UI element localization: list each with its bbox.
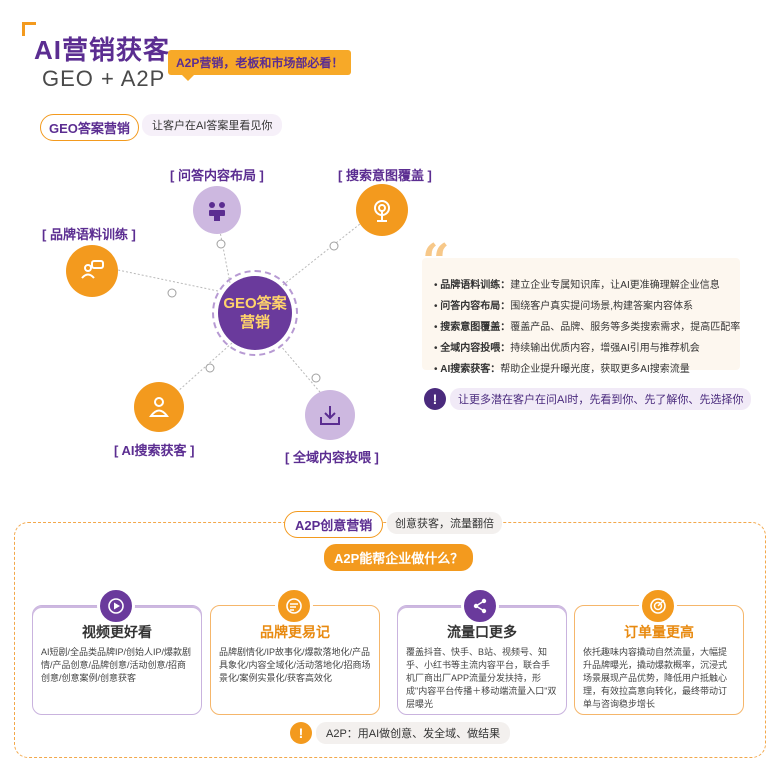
qa-meeting-icon <box>209 202 225 221</box>
card-title: 视频更好看 <box>82 624 152 640</box>
search-intent-node <box>356 184 408 236</box>
geo-quote-box <box>422 258 740 370</box>
qa-layout-node <box>193 186 241 234</box>
card-text: 覆盖抖音、快手、B站、视频号、知乎、小红书等主流内容平台，联合手机厂商出厂APP… <box>406 647 557 710</box>
center-line-2: 营销 <box>239 314 270 331</box>
note-badge-icon <box>275 587 313 625</box>
header-tag-bubble: A2P营销，老板和市场部必看！ <box>168 50 352 81</box>
list-item: • 全域内容投喂：持续输出优质内容，增强AI引用与推荐机会 <box>434 343 700 354</box>
card-brand: 品牌更易记 品牌剧情化/IP故事化/爆款落地化/产品具象化/内容全域化/活动落地… <box>210 605 380 715</box>
page-subtitle: GEO + A2P <box>42 66 166 91</box>
node-label-ai: [ AI搜索获客 ] <box>114 443 195 458</box>
download-icon <box>320 406 340 425</box>
brand-corpus-node <box>66 245 118 297</box>
geo-note: ! 让更多潜在客户在问AI时，先看到你、先了解你、先选择你 <box>424 388 752 410</box>
geo-center-node: GEO答案 营销 <box>218 276 292 350</box>
center-ring <box>212 270 298 356</box>
list-item: • 品牌语料训练：建立企业专属知识库，让AI更准确理解企业信息 <box>434 280 720 291</box>
a2p-section-desc: 创意获客，流量翻倍 <box>387 512 502 534</box>
page-title: AI营销获客 <box>34 35 171 65</box>
list-item: • AI搜索获客：帮助企业提升曝光度，获取更多AI搜索流量 <box>434 364 690 375</box>
geo-section-desc: 让客户在AI答案里看见你 <box>142 114 283 136</box>
user-target-icon <box>149 397 169 417</box>
share-icon <box>461 587 499 625</box>
geo-section-pill: GEO答案营销 <box>40 114 139 141</box>
list-item: • 问答内容布局：围绕客户真实提问场景,构建答案内容体系 <box>434 301 694 312</box>
geo-feature-list: • 品牌语料训练：建立企业专属知识库，让AI更准确理解企业信息 • 问答内容布局… <box>434 276 740 381</box>
node-label-brand: [ 品牌语料训练 ] <box>42 227 136 242</box>
quote-icon: “ <box>422 234 450 290</box>
list-item: • 搜索意图覆盖：覆盖产品、品牌、服务等多类搜索需求，提高匹配率 <box>434 322 741 333</box>
card-title: 流量口更多 <box>447 624 517 640</box>
node-label-all: [ 全域内容投喂 ] <box>285 450 379 465</box>
chat-users-icon <box>81 260 104 279</box>
card-title: 订单量更高 <box>624 624 694 640</box>
card-text: 依托趣味内容撬动自然流量，大幅提升品牌曝光，撬动爆款概率，沉浸式场景展现产品优势… <box>583 647 728 710</box>
geo-connector-lines <box>117 215 371 401</box>
a2p-bottom-note: ! A2P：用AI做创意、发全域、做结果 <box>290 722 511 744</box>
card-text: 品牌剧情化/IP故事化/爆款落地化/产品具象化/内容全域化/活动落地化/招商场景… <box>219 647 371 684</box>
exclamation-icon: ! <box>290 722 312 744</box>
ai-search-node <box>134 382 184 432</box>
broadcast-icon <box>374 200 390 222</box>
target-icon <box>639 587 677 625</box>
card-title: 品牌更易记 <box>260 624 330 640</box>
card-video: 视频更好看 AI短剧/全品类品牌IP/创始人IP/爆款剧情/产品创意/品牌创意/… <box>32 605 202 715</box>
title-bracket-decoration <box>22 22 36 36</box>
play-icon <box>97 587 135 625</box>
a2p-bottom-text: A2P：用AI做创意、发全域、做结果 <box>316 722 511 744</box>
geo-note-text: 让更多潜在客户在问AI时，先看到你、先了解你、先选择你 <box>450 388 752 410</box>
card-orders: 订单量更高 依托趣味内容撬动自然流量，大幅提升品牌曝光，撬动爆款概率，沉浸式场景… <box>574 605 744 715</box>
all-content-node <box>305 390 355 440</box>
a2p-question-pill: A2P能帮企业做什么？ <box>324 544 474 571</box>
card-text: AI短剧/全品类品牌IP/创始人IP/爆款剧情/产品创意/品牌创意/活动创意/招… <box>41 647 192 684</box>
center-line-1: GEO答案 <box>223 294 287 312</box>
node-label-search: [ 搜索意图覆盖 ] <box>338 168 432 183</box>
a2p-section-pill: A2P创意营销 <box>284 511 384 538</box>
exclamation-icon: ! <box>424 388 446 410</box>
node-label-qa: [ 问答内容布局 ] <box>170 168 264 183</box>
